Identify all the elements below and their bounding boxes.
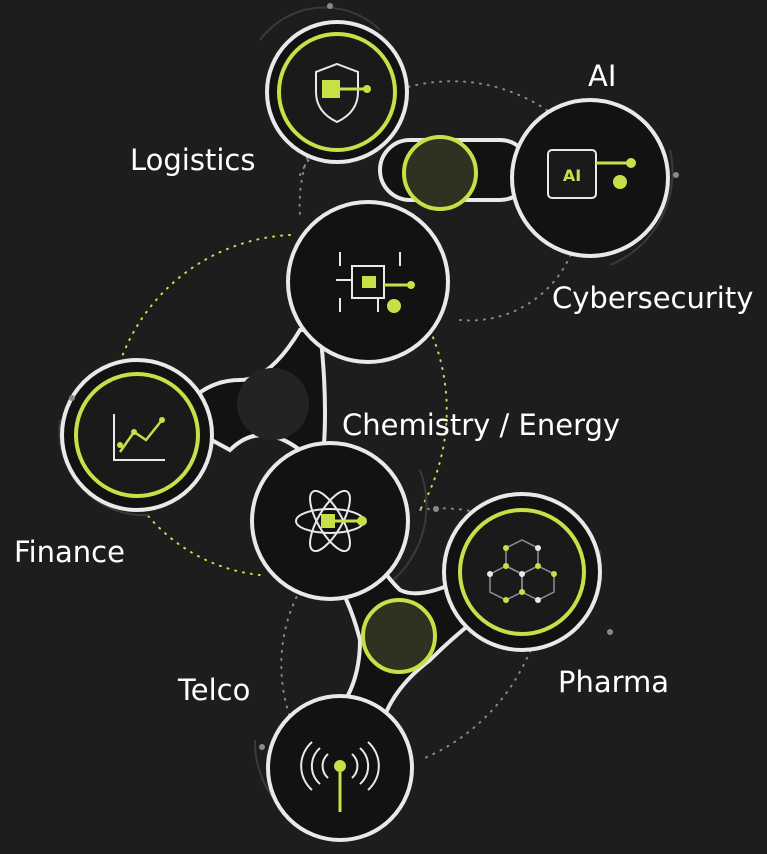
node-ai: AI (510, 98, 670, 258)
shield-lock-icon (315, 62, 371, 124)
orbit-dot (327, 3, 333, 9)
node-telco (266, 694, 414, 842)
arc-chem (379, 469, 428, 591)
orbit-logistics (298, 149, 311, 216)
label-telco: Telco (178, 673, 251, 707)
orbit-dot (259, 744, 265, 750)
antenna-icon (300, 741, 380, 812)
ai-chip-icon: AI (547, 149, 636, 199)
orbit-dot (433, 506, 439, 512)
orbit-left-low (129, 489, 261, 576)
orbit-left (109, 234, 291, 411)
connectors (172, 135, 532, 733)
ai-chip-label: AI (563, 166, 581, 185)
conn-top-hub (402, 135, 478, 211)
conn-mid-hub (237, 368, 309, 440)
line-chart-icon (113, 414, 165, 461)
label-logistics: Logistics (130, 143, 256, 177)
orbit-dot (69, 395, 75, 401)
label-finance: Finance (14, 535, 125, 569)
circuit-lock-icon (336, 252, 415, 313)
node-pharma (442, 492, 602, 652)
atom-icon (295, 489, 367, 553)
orbit-dot (673, 172, 679, 178)
arc-top (259, 6, 381, 41)
orbit-dot (607, 629, 613, 635)
node-finance (60, 358, 214, 512)
node-chemistry (250, 441, 410, 601)
node-security (265, 20, 409, 164)
orbit-top (299, 80, 561, 176)
label-cybersecurity: Cybersecurity (552, 281, 754, 315)
conn-bottom-hub (361, 598, 437, 674)
label-pharma: Pharma (558, 665, 670, 699)
molecule-icon (487, 539, 557, 603)
orbit-center (419, 329, 448, 511)
label-ai: AI (588, 59, 617, 93)
orbit-right (459, 209, 582, 322)
arc-ai (609, 149, 674, 266)
label-chemistry-energy: Chemistry / Energy (342, 408, 621, 442)
node-circuit (286, 200, 450, 364)
